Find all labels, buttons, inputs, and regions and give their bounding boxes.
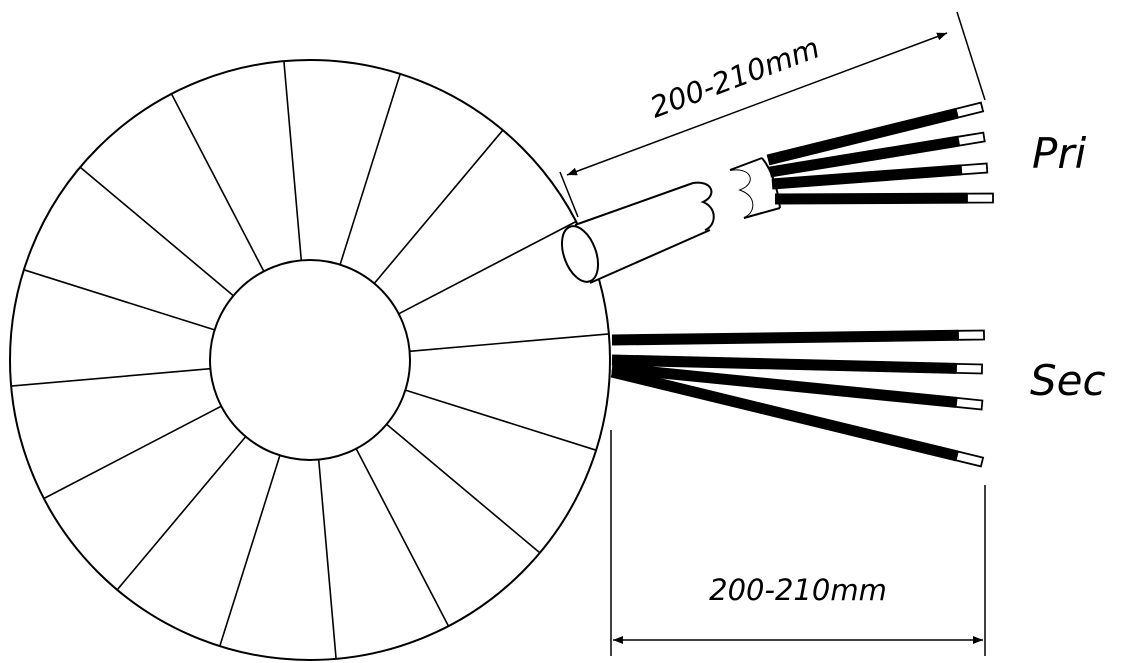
primary-extension-line-right bbox=[956, 11, 986, 101]
lead-stripped-tip bbox=[956, 131, 986, 147]
cable-break-left bbox=[692, 181, 715, 231]
secondary-leads bbox=[610, 329, 986, 468]
inner-hole bbox=[209, 259, 411, 461]
lead-stripped-tip bbox=[966, 192, 994, 204]
primary-lead bbox=[774, 192, 994, 205]
primary-label: Pri bbox=[1032, 129, 1087, 178]
lead-insulation bbox=[774, 192, 968, 205]
winding-segment-divider bbox=[79, 166, 234, 297]
cable-sheath-upper bbox=[730, 158, 780, 218]
secondary-label: Sec bbox=[1030, 356, 1106, 405]
cable-sheath-lower bbox=[575, 185, 710, 283]
lead-stripped-tip bbox=[954, 396, 984, 411]
lead-stripped-tip bbox=[959, 162, 989, 176]
winding-segment-divider bbox=[405, 389, 597, 451]
lead-stripped-tip bbox=[954, 450, 985, 468]
winding-segment-divider bbox=[219, 455, 281, 647]
secondary-dimension: 200-210mm bbox=[610, 430, 986, 656]
lead-stripped-tip bbox=[956, 329, 986, 341]
primary-leads bbox=[766, 101, 994, 205]
winding-segments bbox=[11, 61, 609, 659]
lead-insulation bbox=[611, 329, 959, 346]
primary-dimension-line bbox=[566, 32, 948, 176]
secondary-lead bbox=[610, 366, 985, 468]
winding-segment-divider bbox=[116, 436, 247, 591]
winding-segment-divider bbox=[283, 61, 303, 261]
primary-dimension-label: 200-210mm bbox=[646, 30, 824, 124]
winding-segment-divider bbox=[317, 459, 337, 659]
winding-segment-divider bbox=[170, 93, 265, 272]
secondary-lead bbox=[611, 362, 984, 411]
winding-segment-divider bbox=[43, 405, 222, 500]
winding-segment-divider bbox=[339, 73, 401, 265]
winding-segment-divider bbox=[398, 220, 577, 315]
lead-stripped-tip bbox=[954, 101, 985, 119]
lead-insulation bbox=[610, 366, 959, 462]
winding-segment-divider bbox=[11, 367, 211, 387]
secondary-dimension-label: 200-210mm bbox=[709, 573, 887, 607]
secondary-lead bbox=[611, 329, 986, 346]
toroid-core bbox=[9, 59, 611, 661]
lead-insulation bbox=[611, 354, 957, 374]
winding-segment-divider bbox=[386, 423, 541, 554]
lead-stripped-tip bbox=[954, 362, 984, 375]
winding-segment-divider bbox=[355, 448, 450, 627]
secondary-lead bbox=[611, 354, 984, 375]
primary-extension-line-left bbox=[559, 171, 579, 218]
lead-insulation bbox=[611, 362, 957, 408]
winding-segment-divider bbox=[373, 129, 504, 284]
cable-end-cap bbox=[560, 225, 600, 283]
primary-cable-sheath bbox=[560, 157, 781, 284]
winding-segment-divider bbox=[23, 269, 215, 331]
winding-segment-divider bbox=[409, 333, 609, 353]
